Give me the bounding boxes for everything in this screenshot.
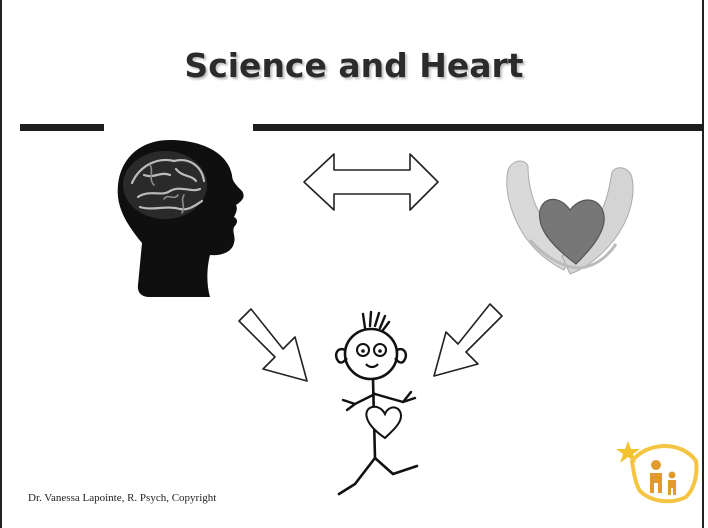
stick-figure-icon xyxy=(325,310,435,505)
slide-title: Science and Heart xyxy=(0,46,708,85)
double-arrow-icon xyxy=(302,150,442,214)
arrow-down-left-icon xyxy=(428,300,518,385)
title-rule-right xyxy=(253,124,704,131)
arrow-down-right-icon xyxy=(235,305,325,390)
hands-heart-icon xyxy=(500,140,640,285)
logo-icon xyxy=(610,435,700,505)
brain-head-icon xyxy=(110,135,250,300)
footer-copyright: Dr. Vanessa Lapointe, R. Psych, Copyrigh… xyxy=(28,492,216,504)
title-rule-left xyxy=(20,124,104,131)
